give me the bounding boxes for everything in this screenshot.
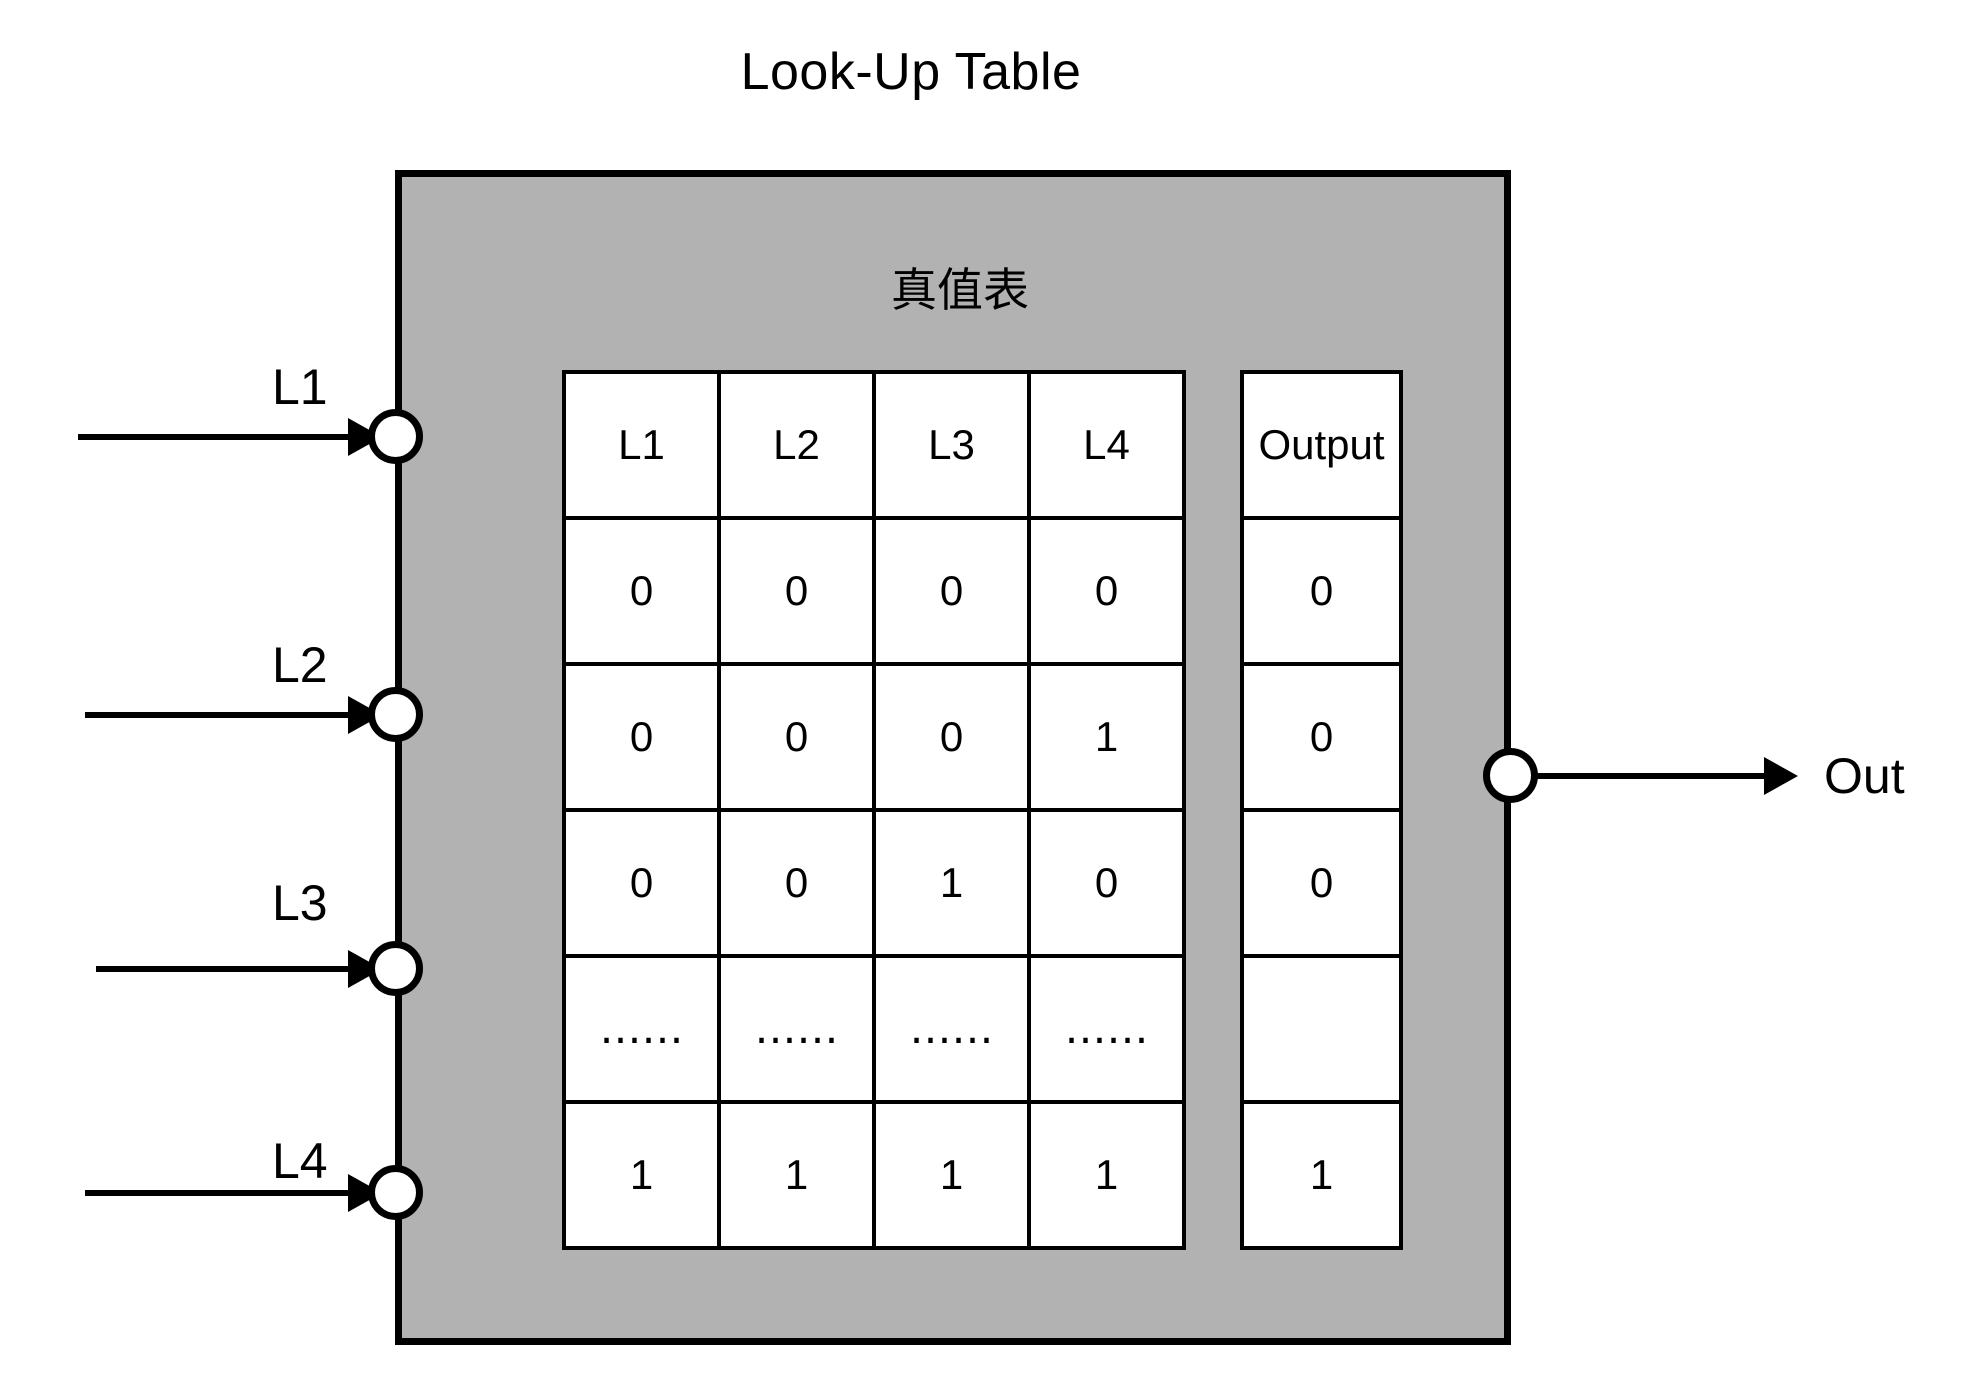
page-title: Look-Up Table [740,43,1082,101]
input-label-l1: L1 [272,359,328,415]
column-header-l4: L4 [1027,370,1186,520]
cell-ellipsis: …… [717,954,876,1104]
input-port-l2[interactable] [368,687,423,742]
cell-output: 1 [1240,1100,1403,1250]
input-wire-l4 [85,1190,353,1196]
cell-input: 1 [1027,1100,1186,1250]
cell-input: 0 [872,516,1031,666]
output-label: Out [1824,748,1905,804]
input-label-l4: L4 [272,1133,328,1189]
chip-caption: 真值表 [891,263,1029,317]
truth-table-output: Output 0 0 0 1 [1240,370,1403,1250]
cell-input: 0 [562,662,721,812]
table-row-ellipsis [1240,954,1403,1104]
cell-output: 0 [1240,516,1403,666]
table-row-ellipsis: …… …… …… …… [562,954,1186,1104]
cell-input: 0 [562,516,721,666]
column-header-output: Output [1240,370,1403,520]
input-label-l2: L2 [272,637,328,693]
input-port-l4[interactable] [368,1165,423,1220]
column-header-l2: L2 [717,370,876,520]
table-row: 0 0 0 1 [562,662,1186,812]
cell-input: 1 [872,808,1031,958]
truth-table-inputs-body: L1 L2 L3 L4 0 0 0 0 0 0 0 [562,370,1186,1250]
output-arrowhead [1764,757,1798,795]
cell-output: 0 [1240,662,1403,812]
cell-input: 0 [872,662,1031,812]
cell-ellipsis: …… [1027,954,1186,1104]
lut-chip-body: 真值表 L1 L2 L3 L4 0 0 0 0 [395,170,1511,1345]
cell-input: 0 [1027,516,1186,666]
cell-input: 1 [717,1100,876,1250]
input-wire-l1 [78,434,353,440]
cell-input: 0 [717,516,876,666]
truth-table-output-body: Output 0 0 0 1 [1240,370,1403,1250]
input-label-l3: L3 [272,875,328,931]
cell-input: 0 [717,662,876,812]
table-header-row: Output [1240,370,1403,520]
cell-input: 0 [562,808,721,958]
input-port-l1[interactable] [368,409,423,464]
table-row: 1 [1240,1100,1403,1250]
input-port-l3[interactable] [368,941,423,996]
table-row: 0 [1240,516,1403,666]
table-row: 0 0 1 0 [562,808,1186,958]
truth-table-wrapper: L1 L2 L3 L4 0 0 0 0 0 0 0 [562,370,1403,1250]
cell-output-blank [1240,954,1403,1104]
output-port[interactable] [1483,748,1538,803]
column-header-l1: L1 [562,370,721,520]
input-wire-l3 [96,966,353,972]
output-wire [1535,773,1780,779]
cell-output: 0 [1240,808,1403,958]
truth-table-inputs: L1 L2 L3 L4 0 0 0 0 0 0 0 [562,370,1186,1250]
cell-ellipsis: …… [562,954,721,1104]
cell-input: 1 [1027,662,1186,812]
cell-input: 0 [1027,808,1186,958]
cell-input: 1 [872,1100,1031,1250]
table-row: 0 [1240,662,1403,812]
table-row: 1 1 1 1 [562,1100,1186,1250]
column-header-l3: L3 [872,370,1031,520]
cell-ellipsis: …… [872,954,1031,1104]
table-header-row: L1 L2 L3 L4 [562,370,1186,520]
cell-input: 1 [562,1100,721,1250]
cell-input: 0 [717,808,876,958]
table-row: 0 0 0 0 [562,516,1186,666]
input-wire-l2 [85,712,353,718]
table-row: 0 [1240,808,1403,958]
